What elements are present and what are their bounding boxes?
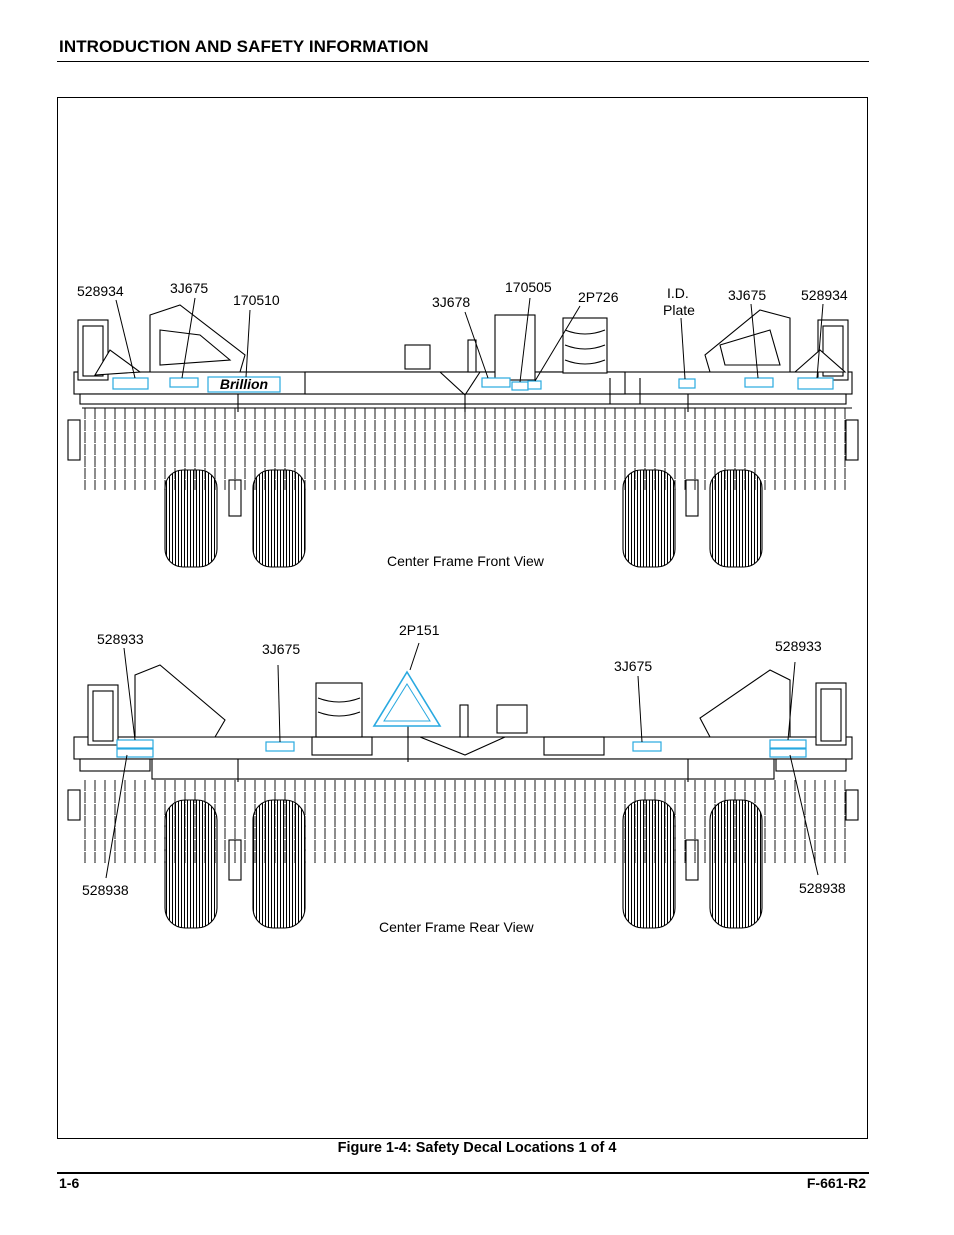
section-title: INTRODUCTION AND SAFETY INFORMATION [59,37,429,56]
rear-decals [116,670,807,758]
rear-view-drawing [67,664,859,929]
rear-label-1: 528933 [97,631,144,647]
front-label-2: 3J675 [170,280,208,296]
decal-170505 [511,381,529,391]
rear-label-4: 3J675 [614,658,652,674]
front-label-5: 170505 [505,279,552,295]
rear-label-5: 528933 [775,638,822,654]
decal-170510 [207,376,281,393]
front-label-6: 2P726 [578,289,619,305]
front-label-3: 170510 [233,292,280,308]
header-divider [57,61,869,62]
svg-text:Brillion: Brillion [220,376,268,392]
decal-3j675-rear-left [265,741,295,752]
document-id: F-661-R2 [806,1175,866,1191]
page-number: 1-6 [59,1175,80,1191]
decal-528934-right [797,377,834,390]
decal-2p726 [527,380,542,390]
decal-id-plate [678,378,696,389]
front-label-1: 528934 [77,283,124,299]
decal-528933-right [769,739,807,749]
footer-divider [57,1172,869,1174]
rear-leader-lines [105,642,819,879]
front-decals: Brillion [112,376,834,393]
front-tine-rows [82,408,852,490]
decal-3j675-right [744,377,774,388]
rear-label-2: 3J675 [262,641,300,657]
decal-528933-left [116,739,154,749]
front-leader-lines [115,297,824,383]
front-label-10: 528934 [801,287,848,303]
figure-frame [57,97,868,1139]
front-label-8: Plate [663,302,695,318]
rear-labels: 528933 3J675 2P151 3J675 528933 528938 5… [82,622,846,935]
rear-tine-rows [82,780,852,864]
front-label-9: 3J675 [728,287,766,303]
rear-view-title: Center Frame Rear View [379,919,534,935]
front-label-7: I.D. [667,285,689,301]
decal-3j675-rear-right [632,741,662,752]
front-label-4: 3J678 [432,294,470,310]
front-labels: 528934 3J675 170510 3J678 170505 2P726 I… [77,279,848,569]
decal-528938-left [116,748,154,758]
front-view-title: Center Frame Front View [387,553,545,569]
decal-3j678 [481,377,511,388]
figure-caption: Figure 1-4: Safety Decal Locations 1 of … [337,1140,617,1156]
front-view-drawing [67,304,859,568]
rear-label-7: 528938 [799,880,846,896]
rear-main-beam [73,736,853,760]
rear-label-3: 2P151 [399,622,440,638]
decal-3j675-left [169,377,199,388]
decal-528934-left [112,377,149,390]
decal-528938-right [769,748,807,758]
rear-label-6: 528938 [82,882,129,898]
